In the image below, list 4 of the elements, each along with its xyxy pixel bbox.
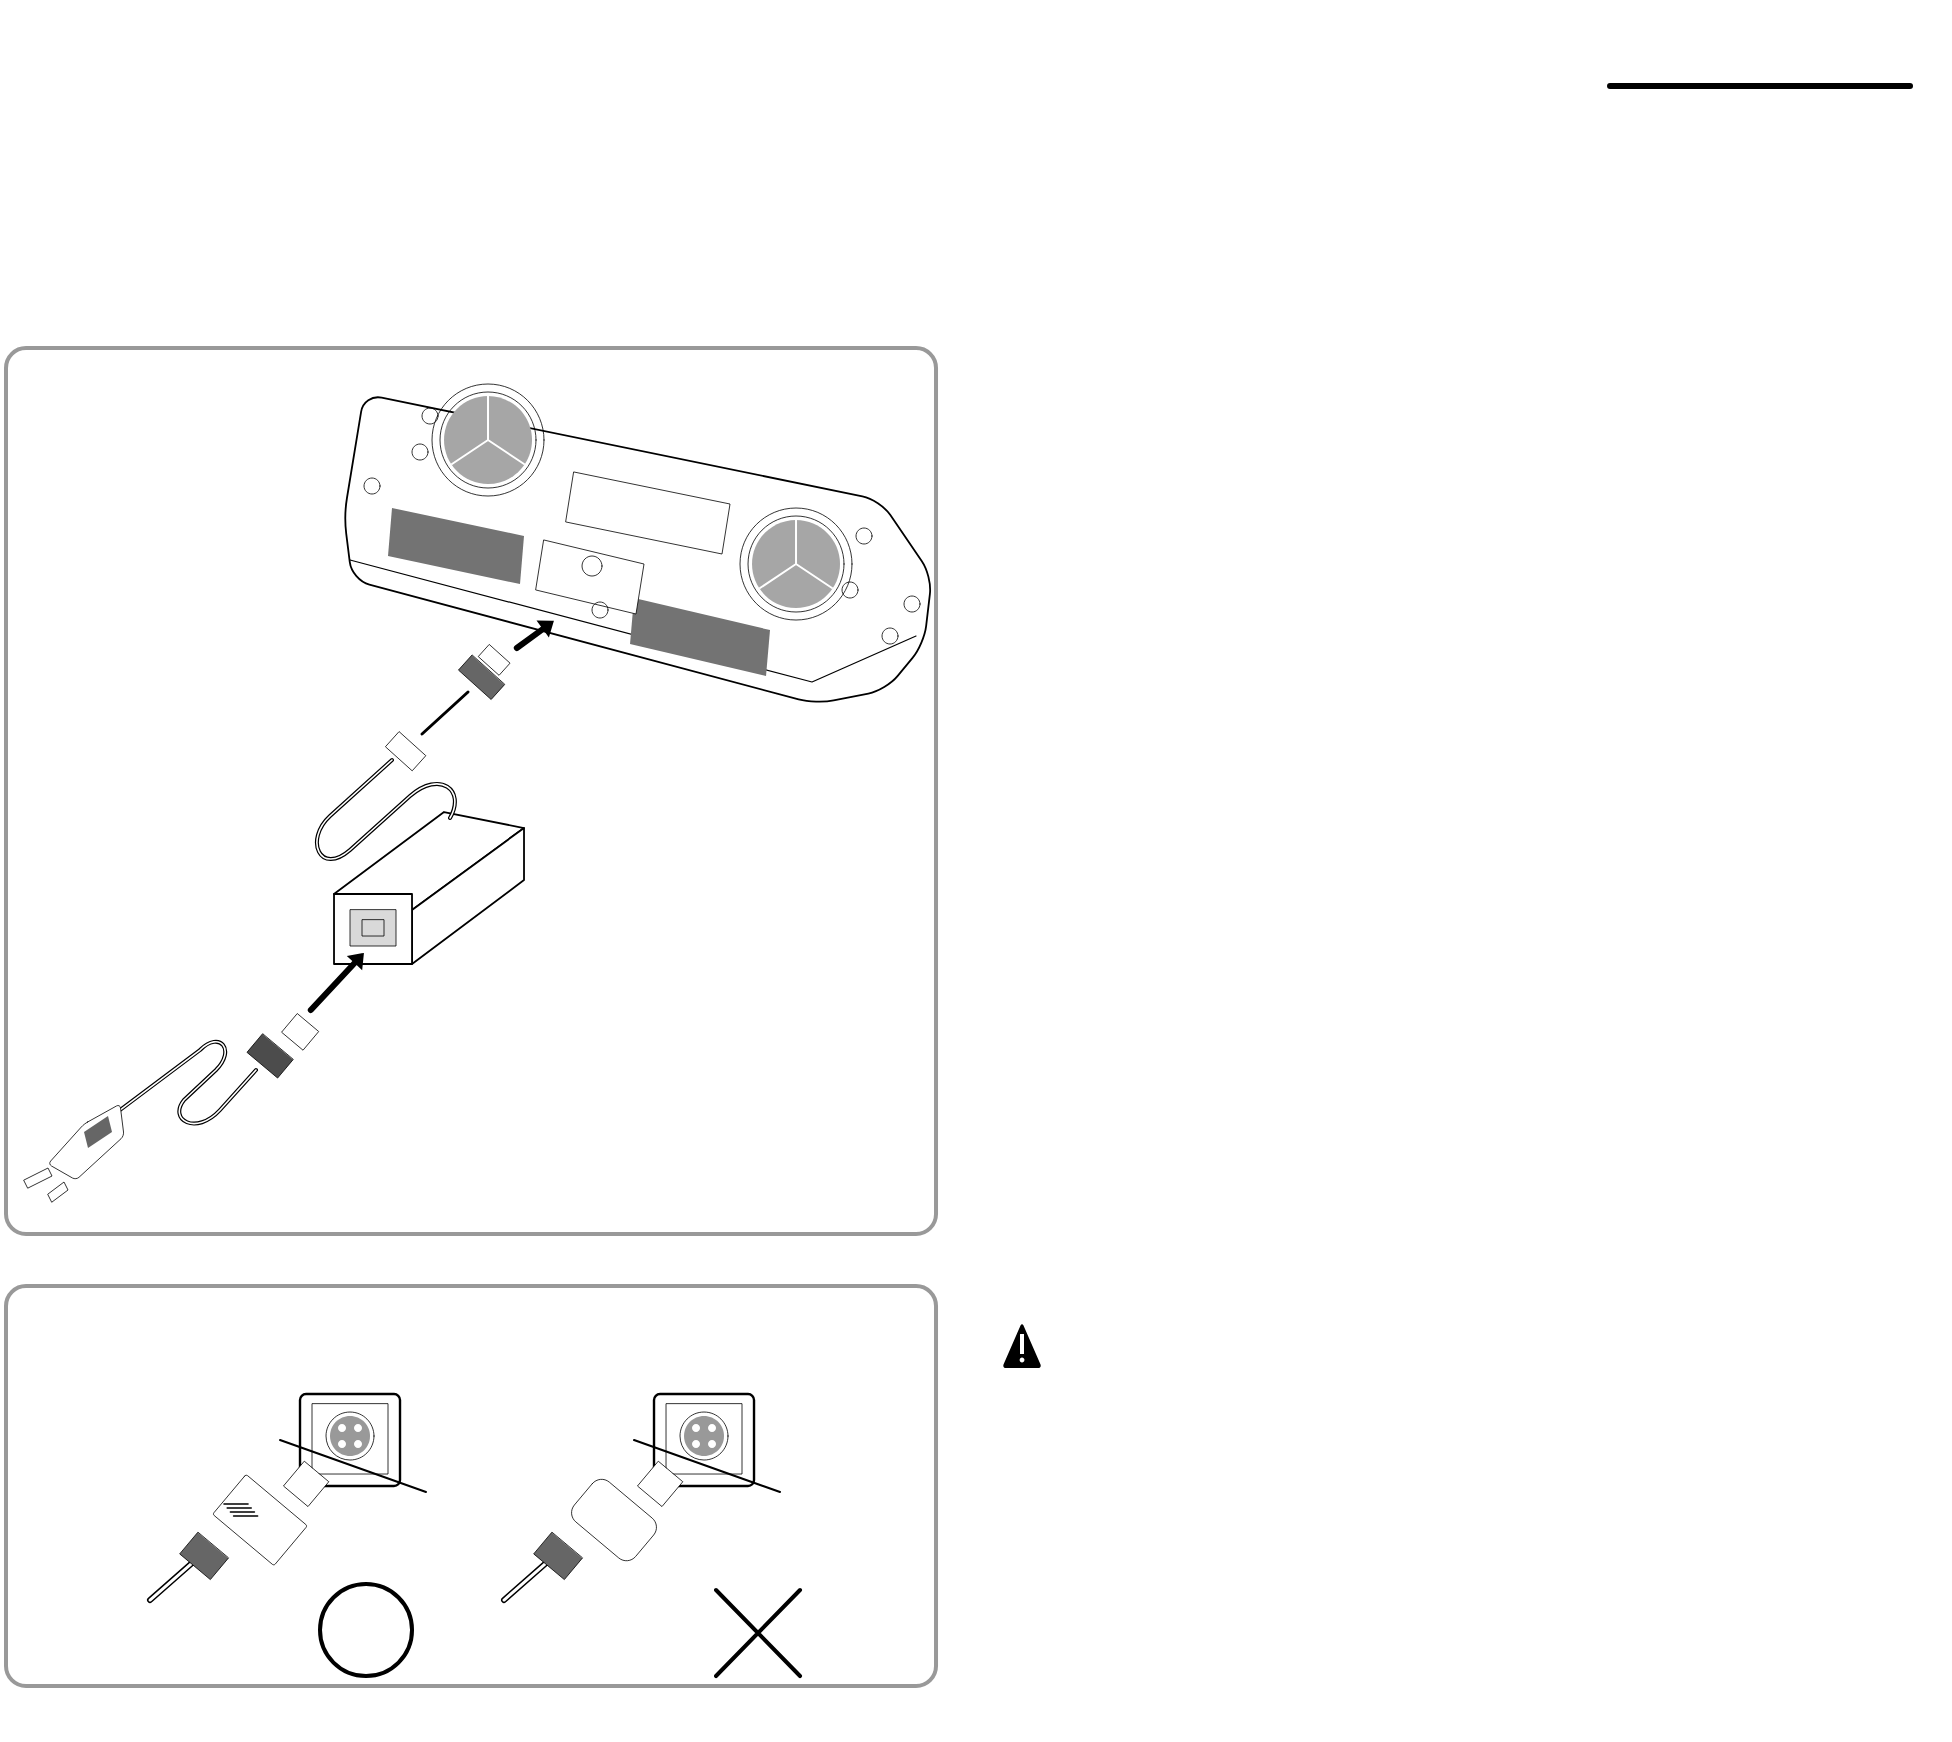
adapter-drawing (314, 644, 525, 965)
arrow (513, 620, 554, 651)
device-drawing (344, 383, 931, 703)
power-cord-drawing (23, 1013, 319, 1203)
